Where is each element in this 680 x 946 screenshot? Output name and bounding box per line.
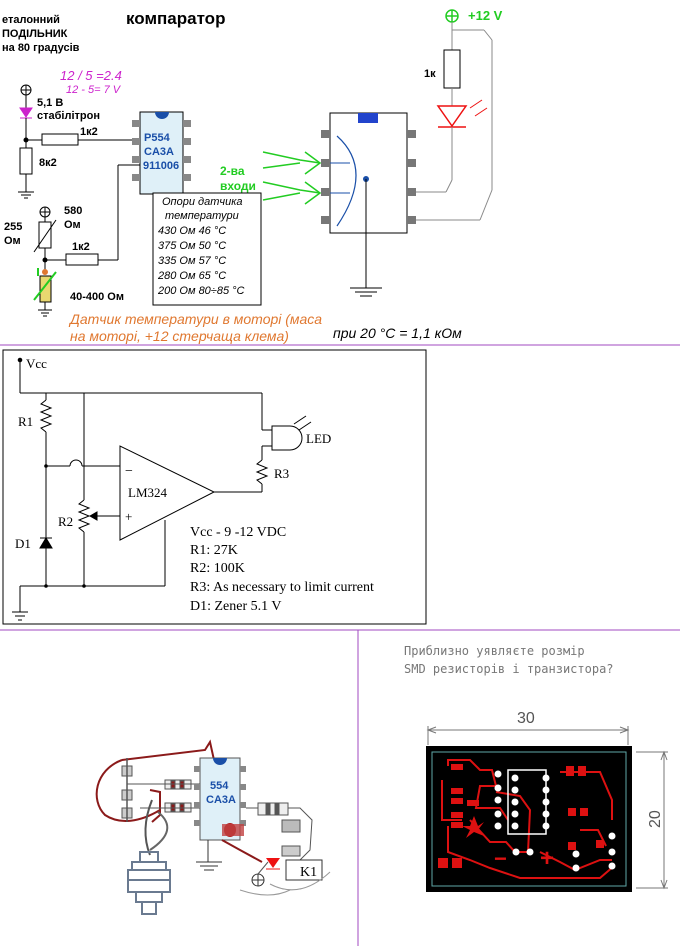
resistor-1k	[443, 49, 461, 89]
engine-sensor-drawing	[127, 851, 171, 915]
breadboard-chip-label-1: 554	[210, 780, 229, 792]
opamp-plus: +	[125, 509, 132, 524]
resistor-8k2	[19, 147, 33, 175]
pcb-section: Приблизно уявляєте розмір SMD резисторів…	[404, 644, 668, 892]
thermistor-580-label-1: 580	[64, 205, 82, 217]
pcb-height-label: 20	[647, 810, 664, 828]
d1-label: D1	[15, 536, 31, 551]
spec-line-5: D1: Zener 5.1 V	[190, 599, 282, 614]
sensor-note-2: на моторі, +12 стерчаща клема)	[70, 328, 289, 344]
breadboard-ground-icon	[196, 840, 222, 871]
chip-label-2: CA3A	[144, 146, 174, 158]
sensor-resistance-table	[152, 192, 262, 306]
inputs-label-2: входи	[220, 179, 256, 193]
breadboard-resistors	[140, 779, 301, 833]
breadboard-led-icon	[266, 858, 280, 868]
at-20c-note: при 20 °C = 1,1 кОм	[333, 325, 462, 341]
dimension-lines	[426, 726, 668, 890]
pcb-question-1: Приблизно уявляєте розмір	[404, 644, 585, 658]
ratio-formula: 12 / 5 =2.4	[60, 68, 122, 83]
r2-label: R2	[58, 514, 73, 529]
divider-title-line-3: на 80 градусів	[2, 42, 80, 54]
chip-label-3: 911006	[143, 160, 179, 172]
spec-line-1: Vcc - 9 -12 VDC	[190, 525, 286, 540]
table-row-1: 430 Ом 46 °C	[158, 225, 226, 237]
comparator-chip-output	[321, 112, 416, 297]
divider-title-line-1: еталонний	[2, 14, 60, 26]
reference-divider	[18, 84, 140, 199]
resistor-255-label-1: 255	[4, 221, 22, 233]
zener-label-1: 5,1 В	[37, 97, 63, 109]
resistor-r3	[255, 459, 269, 485]
resistor-1k2-lower	[65, 253, 99, 266]
led-icon	[436, 105, 468, 128]
zener-label-2: стабілітрон	[37, 110, 100, 122]
resistor-1k2-upper	[41, 133, 79, 146]
resistor-1k2-upper-label: 1к2	[80, 126, 98, 138]
opamp-lm324	[119, 445, 216, 541]
thermistor-580	[38, 221, 52, 249]
spec-line-3: R2: 100K	[190, 561, 245, 576]
resistor-255-label-2: Ом	[4, 235, 21, 247]
output-stage	[416, 9, 493, 221]
thermistor-580-label-2: Ом	[64, 219, 81, 231]
resistor-1k-label: 1к	[424, 68, 436, 80]
opamp-label: LM324	[128, 485, 168, 500]
vcc-label: Vcc	[26, 356, 47, 371]
breadboard-chip-label-2: CA3A	[206, 794, 236, 806]
opamp-minus: −	[125, 464, 133, 479]
r1-label: R1	[18, 414, 33, 429]
comparator-chip-p554	[132, 111, 191, 195]
r3-label: R3	[274, 466, 289, 481]
table-row-4: 280 Ом 65 °C	[157, 270, 226, 282]
pcb-through-holes	[494, 770, 616, 872]
page-title: компаратор	[126, 9, 225, 28]
pcb-smd-pads	[438, 764, 604, 868]
spec-line-2: R1: 27K	[190, 543, 238, 558]
pcb-minus-mark: −	[494, 846, 507, 871]
input-arrows	[262, 151, 322, 205]
lm324-schematic: Vcc R1 R2 D1 LM324 − + LED R3 Vcc - 9 -1…	[2, 349, 427, 625]
sensor-range-label: 40-400 Ом	[70, 291, 124, 303]
supply-12v-label: +12 V	[468, 8, 503, 23]
divider-title-line-2: ПОДІЛЬНИК	[2, 28, 68, 40]
pcb-question-2: SMD резисторів і транзистора?	[404, 662, 614, 676]
pcb-width-label: 30	[517, 710, 535, 727]
sensor-note-1: Датчик температури в моторі (маса	[68, 311, 322, 327]
resistor-r1	[39, 399, 53, 433]
zener-diode-icon	[19, 107, 33, 118]
table-row-3: 335 Ом 57 °C	[158, 255, 226, 267]
spec-line-4: R3: As necessary to limit current	[190, 580, 374, 595]
sensor-divider	[33, 164, 140, 317]
led-label: LED	[306, 431, 331, 446]
resistor-8k2-label: 8к2	[39, 157, 57, 169]
difference-formula: 12 - 5= 7 V	[66, 84, 122, 96]
table-title-1: Опори датчика	[162, 196, 243, 208]
top-comparator-section: еталонний ПОДІЛЬНИК на 80 градусів компа…	[2, 8, 503, 344]
relay-k1	[285, 859, 323, 881]
table-title-2: температури	[165, 210, 239, 222]
pcb-plus-mark: +	[540, 845, 554, 872]
table-row-5: 200 Ом 80÷85 °C	[157, 285, 245, 297]
table-row-2: 375 Ом 50 °C	[158, 240, 226, 252]
chip-label-1: P554	[144, 132, 171, 144]
led-icon-mid	[271, 425, 303, 451]
breadboard-layout: 554 CA3A K1	[95, 739, 331, 915]
relay-label: K1	[300, 865, 317, 880]
resistor-1k2-lower-label: 1к2	[72, 241, 90, 253]
inputs-label-1: 2-ва	[220, 164, 245, 178]
